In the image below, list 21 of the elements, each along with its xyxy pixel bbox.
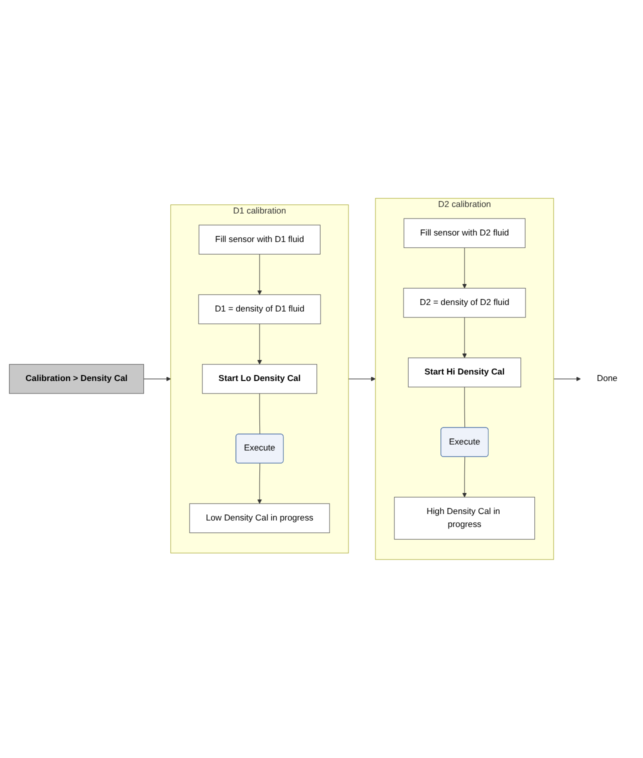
arrow [257, 463, 262, 504]
arrow [143, 376, 171, 382]
connector [259, 393, 260, 435]
arrow [257, 324, 262, 365]
node-box: High Density Cal in progress [394, 496, 535, 540]
node-box: Fill sensor with D2 fluid [404, 218, 526, 248]
node-box: Fill sensor with D1 fluid [198, 224, 320, 255]
node-box: D2 = density of D2 fluid [403, 288, 526, 318]
node-text: Done [596, 374, 618, 384]
arrow [257, 254, 262, 295]
connector [464, 386, 466, 428]
arrow [553, 376, 581, 382]
node-box: Start Lo Density Cal [202, 364, 318, 394]
arrow [462, 456, 467, 498]
node-box: Low Density Cal in progress [189, 503, 330, 534]
node-box: Calibration > Density Cal [9, 364, 144, 394]
arrow [462, 317, 467, 358]
node-box: Start Hi Density Cal [408, 358, 522, 388]
arrow [348, 376, 376, 382]
node-box: D1 = density of D1 fluid [198, 294, 321, 324]
arrow [462, 248, 467, 288]
